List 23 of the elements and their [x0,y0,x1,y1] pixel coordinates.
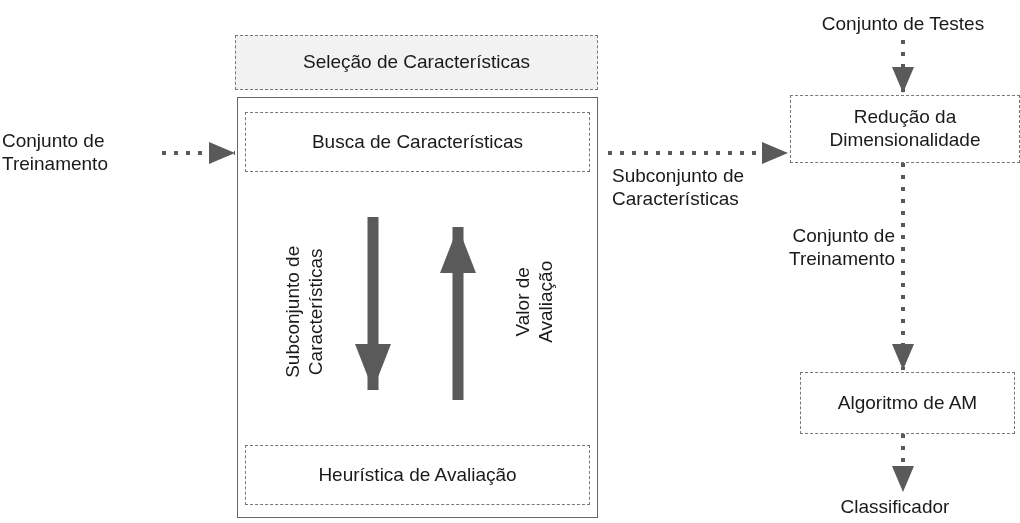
process-box [245,445,590,505]
box-label: Busca de Características [311,130,524,154]
edge-label: Valor de Avaliação [512,259,557,345]
arrow [608,142,788,164]
arrow [355,217,391,390]
box-label: Redução da Dimensionalidade [828,106,982,152]
box-label: Seleção de Características [302,51,531,74]
text-label: Classificador [830,494,960,520]
process-box [790,95,1020,163]
arrow [162,142,235,164]
process-box [235,35,598,90]
box-label: Heurística de Avaliação [318,463,517,487]
text-label: Conjunto de Testes [788,8,1018,40]
edge-label: Subconjunto de Características [282,244,327,380]
process-box [800,372,1015,434]
arrow [892,434,914,492]
text-label: Conjunto de Treinamento [2,123,152,183]
arrow [892,163,914,370]
process-box [245,112,590,172]
arrow [440,227,476,400]
arrow [892,40,914,93]
box-label: Algoritmo de AM [837,391,978,415]
container-box [237,97,598,518]
